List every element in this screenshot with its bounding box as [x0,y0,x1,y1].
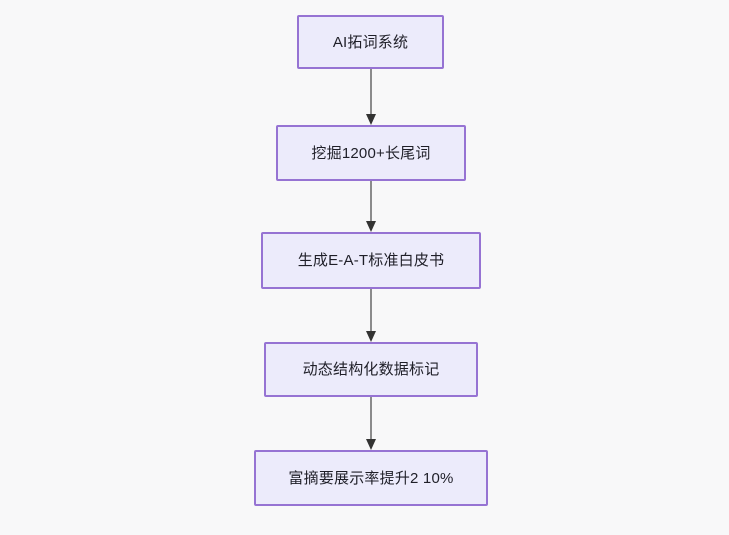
flow-node-mine-longtail-keywords[interactable]: 挖掘1200+长尾词 [276,125,466,181]
flow-edge-3-to-4 [361,289,381,342]
flow-node-ai-keyword-system[interactable]: AI拓词系统 [297,15,444,69]
flow-node-generate-eat-whitepaper[interactable]: 生成E-A-T标准白皮书 [261,232,481,289]
flow-node-rich-snippet-rate-increase[interactable]: 富摘要展示率提升2 10% [254,450,488,506]
flow-node-dynamic-structured-data-markup[interactable]: 动态结构化数据标记 [264,342,478,397]
flow-edge-4-to-5 [361,397,381,450]
flow-node-label: AI拓词系统 [332,33,409,51]
flow-node-label: 生成E-A-T标准白皮书 [297,252,445,269]
flow-node-label: 富摘要展示率提升2 10% [288,469,454,487]
flow-node-label: 挖掘1200+长尾词 [311,144,431,162]
flow-edge-2-to-3 [361,181,381,232]
flow-node-label: 动态结构化数据标记 [302,361,440,378]
flow-edge-1-to-2 [361,69,381,125]
